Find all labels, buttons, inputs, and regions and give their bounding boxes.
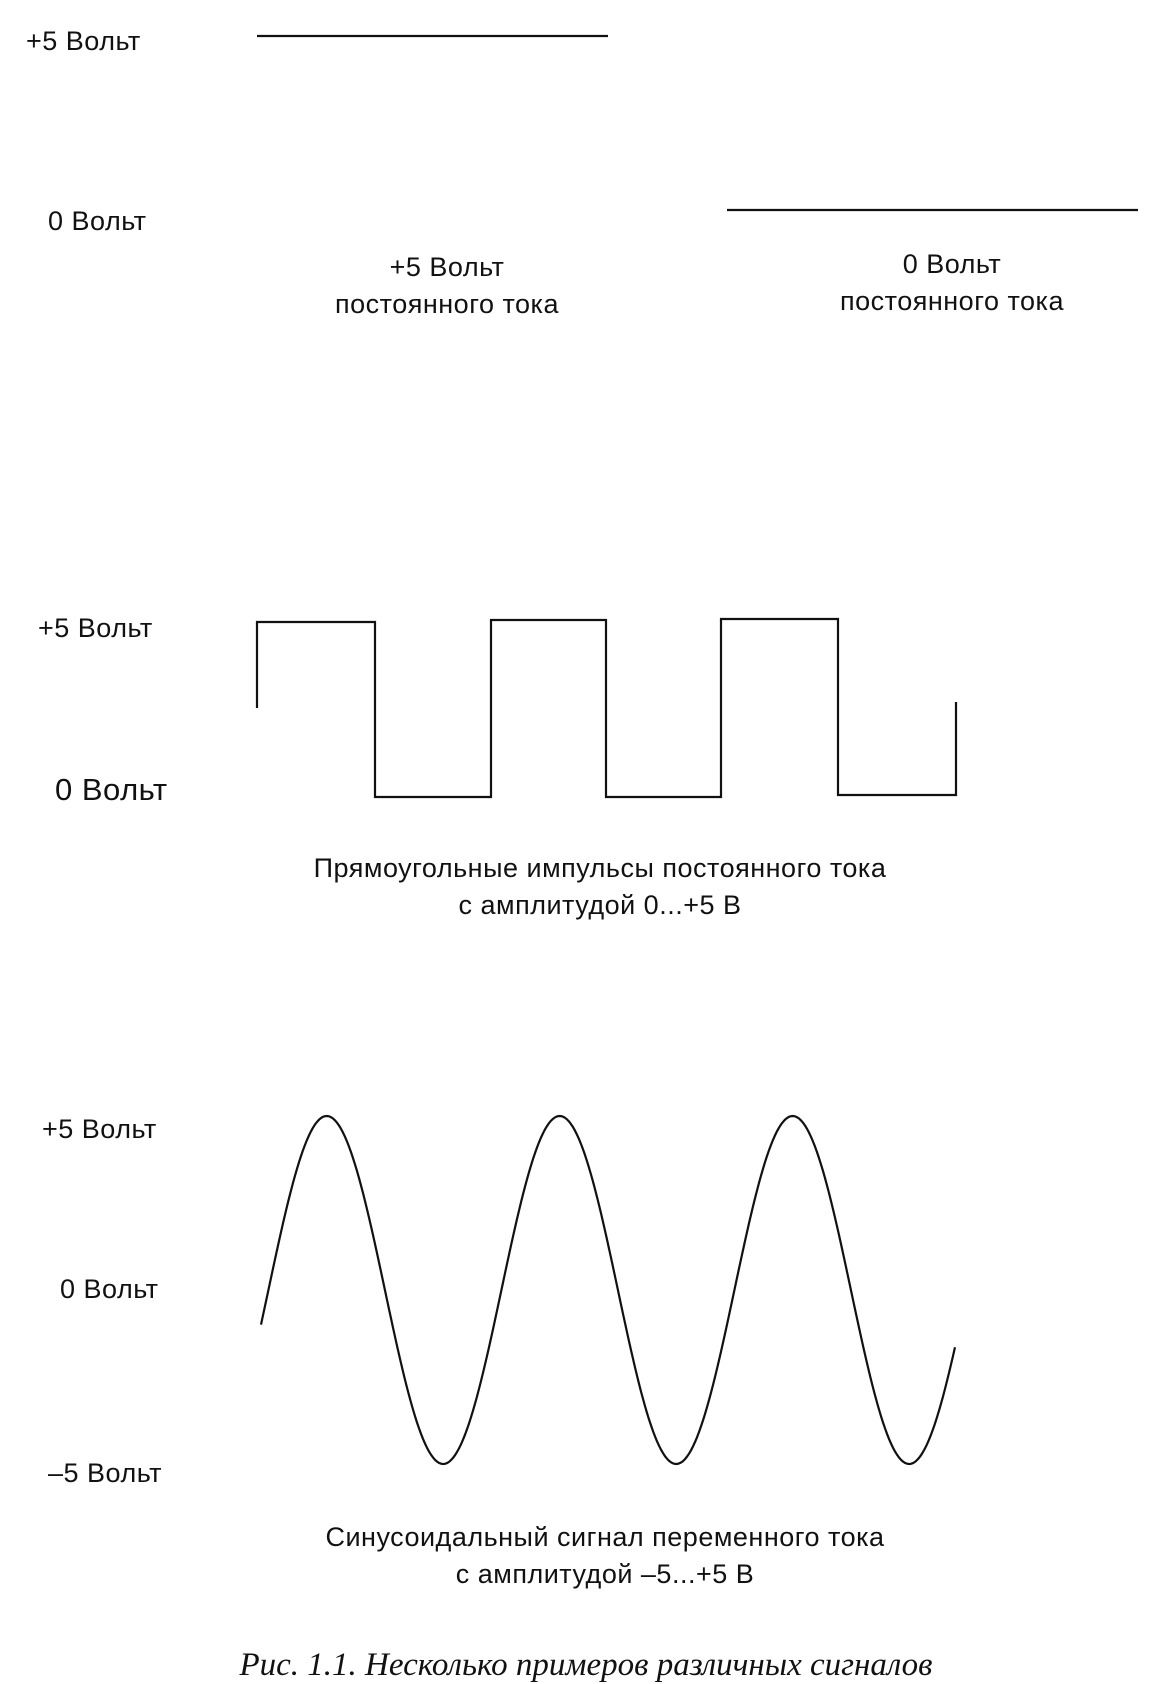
dc-left-caption-line1: +5 Вольт [389, 252, 505, 282]
dc-right-level-label: 0 Вольт [48, 206, 147, 236]
dc-left-level-label: +5 Вольт [26, 26, 141, 56]
dc-left-caption-line2: постоянного тока [335, 289, 559, 319]
square-caption: Прямоугольные импульсы постоянного тока … [314, 855, 887, 929]
sine-caption: Синусоидальный сигнал переменного тока с… [325, 1524, 884, 1598]
sine-wave [259, 1114, 957, 1466]
sine-caption-line1: Синусоидальный сигнал переменного тока [325, 1522, 885, 1552]
sine-zero-label: 0 Вольт [60, 1274, 159, 1304]
square-high-label: +5 Вольт [38, 613, 153, 643]
dc-right-caption-line2: постоянного тока [840, 286, 1064, 316]
dc-left-caption: +5 Вольт постоянного тока [335, 254, 559, 328]
square-low-label: 0 Вольт [55, 772, 168, 807]
square-caption-line2: с амплитудой 0...+5 В [458, 890, 742, 920]
sine-high-label: +5 Вольт [42, 1114, 157, 1144]
dc-right-caption: 0 Вольт постоянного тока [840, 251, 1064, 325]
sine-caption-line2: с амплитудой –5...+5 В [455, 1559, 755, 1589]
square-wave [255, 617, 958, 799]
sine-low-label: –5 Вольт [48, 1458, 163, 1488]
figure-caption: Рис. 1.1. Несколько примеров различных с… [239, 1647, 933, 1683]
square-caption-line1: Прямоугольные импульсы постоянного тока [313, 853, 887, 883]
dc-right-caption-line1: 0 Вольт [902, 249, 1002, 279]
